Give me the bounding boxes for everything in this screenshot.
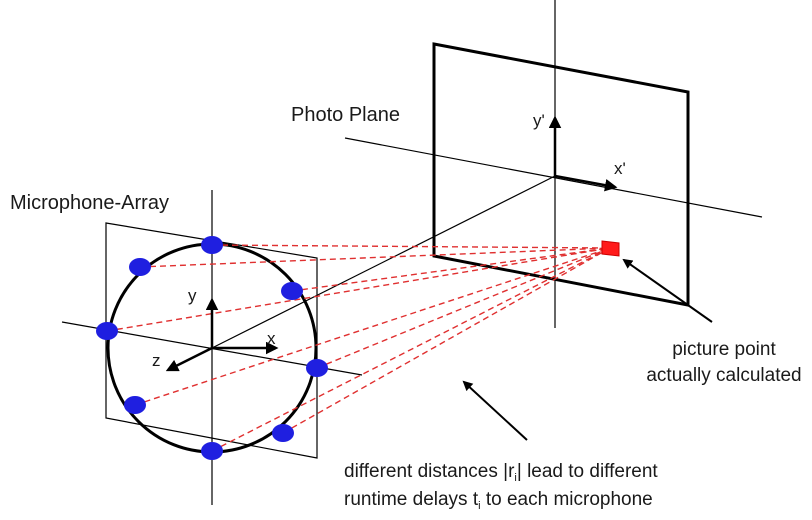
x-prime-arrow [554,174,618,192]
distances-annotation-line1: different distances |ri| lead to differe… [344,461,658,484]
photo-plane [432,42,690,307]
ray-5 [316,247,611,369]
x-label: x [267,329,276,348]
z-arrow [165,346,213,372]
ray-7 [282,247,611,434]
ray-2 [139,247,611,268]
microphone-7 [272,424,294,442]
microphones [96,236,328,460]
distances-pointer [462,380,528,441]
ray-4 [106,247,611,332]
picture-point [601,240,620,257]
microphone-5 [306,359,328,377]
ray-8 [211,247,611,452]
ray-3 [291,247,611,292]
array-plane [105,222,318,459]
ray-6 [134,247,611,406]
microphone-array-label: Microphone-Array [10,192,169,214]
y-prime-label: y' [533,111,545,130]
distances-annotation: different distances |ri| lead to differe… [344,461,658,512]
picture-point-annotation-line2: actually calculated [646,365,802,386]
microphone-8 [201,442,223,460]
distance-rays [106,244,611,452]
picture-point-annotation-line1: picture point [672,339,776,360]
x-prime-label: x' [614,159,626,178]
photo-plane-label: Photo Plane [291,104,400,126]
picture-point-pointer [622,258,713,323]
microphone-2 [129,258,151,276]
optical-axis [211,175,556,349]
photo-plane-horizontal-axis [344,137,763,218]
microphone-3 [281,282,303,300]
z-label: z [152,351,161,370]
y-label: y [188,286,197,305]
picture-point-annotation: picture point actually calculated [636,340,812,385]
microphone-4 [96,322,118,340]
ray-1 [211,244,611,249]
microphone-6 [124,396,146,414]
microphone-1 [201,236,223,254]
distances-annotation-line2: runtime delays ti to each microphone [344,489,653,512]
